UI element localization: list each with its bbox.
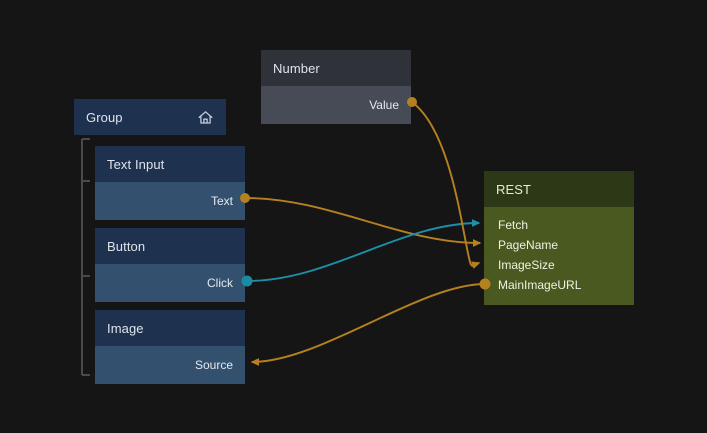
node-image-title: Image	[107, 320, 144, 336]
port-text-output[interactable]: Text	[95, 191, 245, 211]
node-text-input-body: Text	[95, 182, 245, 220]
node-number-body: Value	[261, 86, 411, 124]
port-source-input[interactable]: Source	[95, 355, 245, 375]
node-number[interactable]: Number Value	[261, 50, 411, 124]
node-rest[interactable]: REST Fetch PageName ImageSize MainImageU…	[484, 171, 634, 305]
wire-text-to-pagename	[244, 197, 482, 247]
node-rest-title: REST	[496, 181, 532, 197]
wire-mainimageurl-to-source	[250, 283, 486, 366]
port-click-label: Click	[207, 276, 233, 290]
node-button[interactable]: Button Click	[95, 228, 245, 302]
node-group-header[interactable]: Group	[74, 99, 226, 135]
port-value-output[interactable]: Value	[261, 95, 411, 115]
port-pagename-label: PageName	[498, 238, 559, 252]
node-number-header[interactable]: Number	[261, 50, 411, 86]
node-rest-header[interactable]: REST	[484, 171, 634, 207]
port-value-label: Value	[369, 98, 399, 112]
node-group-title: Group	[86, 109, 123, 125]
node-text-input-title: Text Input	[107, 156, 165, 172]
port-imagesize-input[interactable]: ImageSize	[484, 255, 634, 275]
node-button-body: Click	[95, 264, 245, 302]
port-imagesize-label: ImageSize	[498, 258, 555, 272]
port-fetch-label: Fetch	[498, 218, 529, 232]
port-pagename-input[interactable]: PageName	[484, 235, 634, 255]
node-text-input-header[interactable]: Text Input	[95, 146, 245, 182]
wire-click-to-fetch	[246, 219, 481, 282]
node-button-title: Button	[107, 238, 146, 254]
node-rest-body: Fetch PageName ImageSize MainImageURL	[484, 207, 634, 305]
node-image-body: Source	[95, 346, 245, 384]
port-text-label: Text	[210, 194, 233, 208]
node-text-input[interactable]: Text Input Text	[95, 146, 245, 220]
port-mainimageurl-output[interactable]: MainImageURL	[484, 275, 634, 295]
port-source-label: Source	[194, 358, 233, 372]
port-click-output[interactable]: Click	[95, 273, 245, 293]
node-button-header[interactable]: Button	[95, 228, 245, 264]
node-image[interactable]: Image Source	[95, 310, 245, 384]
node-group[interactable]: Group	[74, 99, 226, 135]
node-image-header[interactable]: Image	[95, 310, 245, 346]
home-icon[interactable]	[197, 109, 214, 126]
wire-value-to-imagesize	[411, 101, 481, 269]
port-mainimageurl-label: MainImageURL	[498, 278, 582, 292]
port-fetch-input[interactable]: Fetch	[484, 215, 634, 235]
node-number-title: Number	[273, 60, 320, 76]
